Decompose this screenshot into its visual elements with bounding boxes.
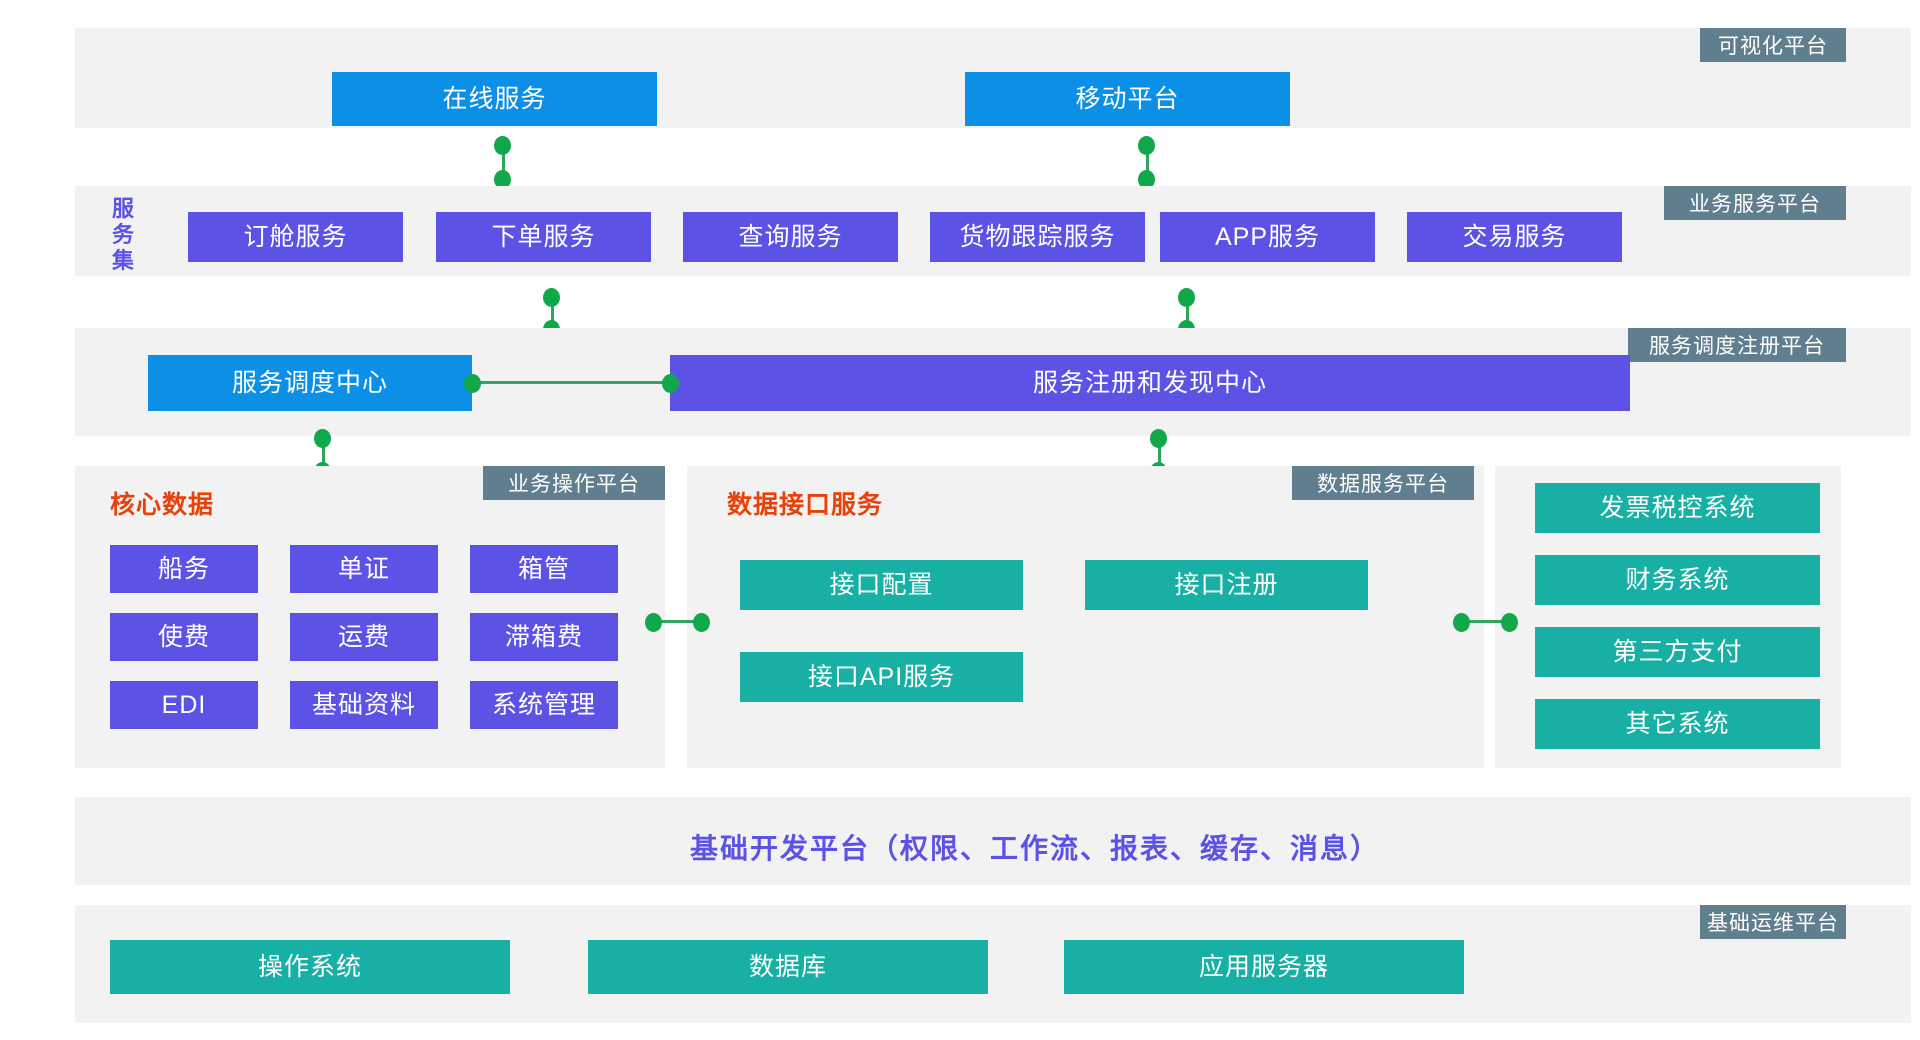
node-disbursement-fee[interactable]: 使费 bbox=[110, 613, 258, 661]
connector-line-mobile-platform bbox=[1146, 140, 1149, 184]
label-service-set-char-2: 务 bbox=[111, 222, 134, 247]
node-edi[interactable]: EDI bbox=[110, 681, 258, 729]
node-interface-config[interactable]: 接口配置 bbox=[740, 560, 1023, 610]
connector-dot-dispatch-down-top bbox=[314, 429, 331, 448]
dev-platform-text: 基础开发平台（权限、工作流、报表、缓存、消息） bbox=[690, 833, 1381, 864]
tag-business-operation-platform: 业务操作平台 bbox=[483, 466, 665, 500]
connector-dot-operation-right bbox=[645, 613, 662, 632]
connector-dot-registry-left bbox=[662, 374, 679, 393]
node-third-party-payment[interactable]: 第三方支付 bbox=[1535, 627, 1820, 677]
label-service-set: 服 务 集 bbox=[110, 196, 136, 274]
dev-platform-band bbox=[75, 797, 1911, 885]
connector-dot-external-left bbox=[1501, 613, 1518, 632]
node-interface-api-service[interactable]: 接口API服务 bbox=[740, 652, 1023, 702]
node-booking-service[interactable]: 订舱服务 bbox=[188, 212, 403, 262]
node-trade-service[interactable]: 交易服务 bbox=[1407, 212, 1622, 262]
node-operating-system[interactable]: 操作系统 bbox=[110, 940, 510, 994]
node-service-dispatch-center[interactable]: 服务调度中心 bbox=[148, 355, 472, 411]
connector-dot-order-service-top bbox=[543, 288, 560, 307]
node-documents[interactable]: 单证 bbox=[290, 545, 438, 593]
node-system-management[interactable]: 系统管理 bbox=[470, 681, 618, 729]
connector-line-app-service-down bbox=[1186, 292, 1189, 332]
connector-dot-online-bottom bbox=[494, 170, 511, 189]
heading-data-interface-service: 数据接口服务 bbox=[727, 491, 884, 519]
node-service-registry-discovery-center[interactable]: 服务注册和发现中心 bbox=[670, 355, 1630, 411]
heading-core-data: 核心数据 bbox=[110, 491, 215, 519]
data-service-band bbox=[687, 466, 1484, 768]
node-online-service[interactable]: 在线服务 bbox=[332, 72, 657, 126]
connector-dot-data-right bbox=[1453, 613, 1470, 632]
node-freight-fee[interactable]: 运费 bbox=[290, 613, 438, 661]
label-service-set-char-3: 集 bbox=[111, 248, 134, 273]
node-interface-registration[interactable]: 接口注册 bbox=[1085, 560, 1368, 610]
node-demurrage-fee[interactable]: 滞箱费 bbox=[470, 613, 618, 661]
connector-dot-online-top bbox=[494, 136, 511, 155]
node-order-service[interactable]: 下单服务 bbox=[436, 212, 651, 262]
connector-line-registry-down bbox=[1158, 434, 1161, 474]
node-container-management[interactable]: 箱管 bbox=[470, 545, 618, 593]
tag-business-service-platform: 业务服务平台 bbox=[1664, 186, 1846, 220]
tag-service-registry-platform: 服务调度注册平台 bbox=[1628, 328, 1846, 362]
connector-dot-mobile-bottom bbox=[1138, 170, 1155, 189]
connector-line-online-service bbox=[502, 140, 505, 184]
node-basic-data[interactable]: 基础资料 bbox=[290, 681, 438, 729]
connector-line-operation-to-data bbox=[655, 620, 703, 623]
node-shipping-affairs[interactable]: 船务 bbox=[110, 545, 258, 593]
connector-dot-mobile-top bbox=[1138, 136, 1155, 155]
node-cargo-tracking-service[interactable]: 货物跟踪服务 bbox=[930, 212, 1145, 262]
node-app-service[interactable]: APP服务 bbox=[1160, 212, 1375, 262]
connector-line-dispatch-to-registry bbox=[472, 381, 670, 384]
tag-data-service-platform: 数据服务平台 bbox=[1292, 466, 1474, 500]
tag-ops-platform: 基础运维平台 bbox=[1700, 905, 1846, 939]
connector-dot-dispatch-right bbox=[464, 374, 481, 393]
node-application-server[interactable]: 应用服务器 bbox=[1064, 940, 1464, 994]
tag-visualization-platform: 可视化平台 bbox=[1700, 28, 1846, 62]
node-mobile-platform[interactable]: 移动平台 bbox=[965, 72, 1290, 126]
connector-line-order-service-down bbox=[551, 292, 554, 332]
connector-dot-data-left bbox=[693, 613, 710, 632]
node-query-service[interactable]: 查询服务 bbox=[683, 212, 898, 262]
node-database[interactable]: 数据库 bbox=[588, 940, 988, 994]
node-invoice-tax-system[interactable]: 发票税控系统 bbox=[1535, 483, 1820, 533]
node-other-systems[interactable]: 其它系统 bbox=[1535, 699, 1820, 749]
connector-dot-app-service-top bbox=[1178, 288, 1195, 307]
label-service-set-char-1: 服 bbox=[111, 196, 134, 221]
connector-line-dispatch-down bbox=[322, 434, 325, 474]
connector-dot-registry-down-top bbox=[1150, 429, 1167, 448]
node-finance-system[interactable]: 财务系统 bbox=[1535, 555, 1820, 605]
connector-line-data-to-external bbox=[1463, 620, 1511, 623]
